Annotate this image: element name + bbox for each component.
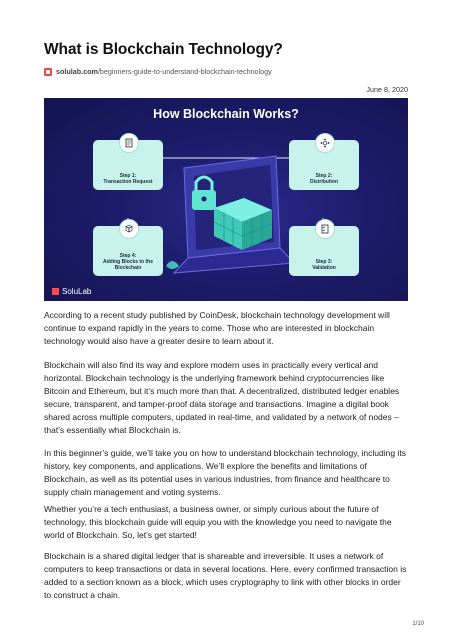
network-icon: [315, 133, 335, 153]
step-card-1: Step 1: Transaction Request: [93, 133, 163, 190]
checklist-icon: [315, 219, 335, 239]
step-label: Step 2: Distribution: [309, 173, 339, 185]
paragraph: Blockchain will also find its way and ex…: [44, 360, 400, 435]
infographic-title: How Blockchain Works?: [153, 107, 299, 121]
source-domain: solulab.com: [56, 67, 98, 76]
step-label: Step 4: Adding Blocks to the Blockchain: [103, 253, 153, 271]
source-path: /beginners-guide-to-understand-blockchai…: [97, 67, 272, 76]
page-number: 1/10: [412, 621, 424, 627]
step-label: Step 3: Validation: [312, 259, 336, 271]
document-icon: [119, 133, 139, 153]
step-card-3: Step 3: Validation: [289, 219, 359, 276]
step-card-2: Step 2: Distribution: [289, 133, 359, 190]
cubes-icon: [119, 219, 139, 239]
paragraph: In this beginner’s guide, we’ll take you…: [44, 448, 406, 497]
favicon-icon: [44, 67, 52, 76]
leaf-icon: [166, 261, 179, 269]
source-link[interactable]: solulab.com/beginners-guide-to-understan…: [44, 67, 272, 76]
publish-date: June 8, 2020: [366, 85, 408, 94]
page-title: What is Blockchain Technology?: [44, 41, 283, 58]
blockchain-cubes-icon: [213, 198, 273, 250]
paragraph: Whether you’re a tech enthusiast, a busi…: [44, 504, 392, 540]
step-label: Step 1: Transaction Request: [103, 173, 153, 185]
step-card-4: Step 4: Adding Blocks to the Blockchain: [93, 219, 163, 276]
paragraph: According to a recent study published by…: [44, 310, 390, 346]
padlock-icon: [192, 175, 216, 210]
logo-text: SoluLab: [62, 287, 92, 296]
infographic: How Blockchain Works?: [44, 98, 408, 301]
infographic-art: [124, 154, 327, 274]
logo-mark-icon: [52, 288, 59, 295]
solulab-logo: SoluLab: [52, 287, 91, 296]
paragraph: Blockchain is a shared digital ledger th…: [44, 551, 407, 600]
